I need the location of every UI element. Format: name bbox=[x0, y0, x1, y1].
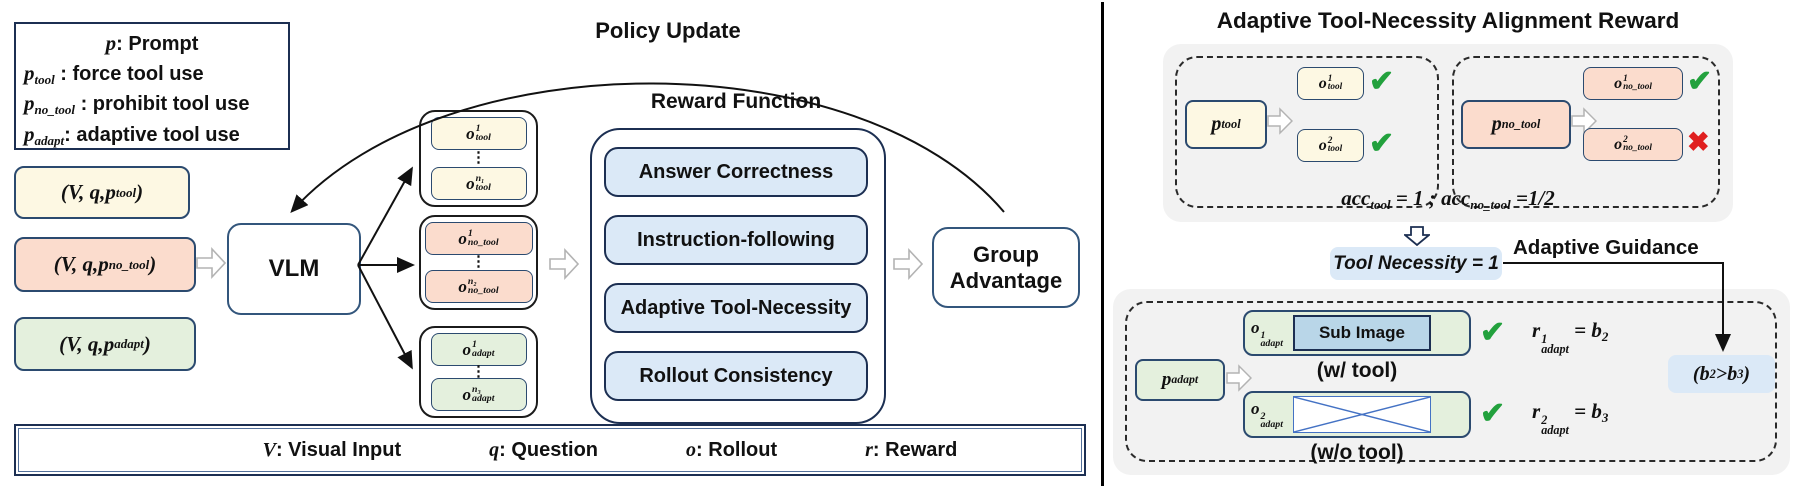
x-cross-lines bbox=[1293, 397, 1430, 432]
accuracy-equation: acctool = 1 ; accno_tool =1/2 bbox=[1341, 186, 1555, 212]
reward-item-adaptive-tool-necessity: Adaptive Tool-Necessity bbox=[604, 283, 868, 333]
block-arrow-right-icon bbox=[1226, 364, 1252, 392]
check-icon: ✔ bbox=[1480, 316, 1506, 349]
block-arrow-down-icon bbox=[1404, 226, 1430, 246]
legend-bar-inner-border bbox=[18, 428, 1082, 472]
no-tool-case-dashed-box bbox=[1452, 56, 1720, 208]
vertical-ellipsis: ⋮ bbox=[471, 253, 486, 271]
group-advantage-box: Group Advantage bbox=[932, 227, 1080, 308]
block-arrow-right-icon bbox=[1267, 107, 1293, 135]
reward-item-instruction-following: Instruction-following bbox=[604, 215, 868, 265]
adapt-case-dashed-box bbox=[1125, 301, 1777, 462]
block-arrow-right-icon bbox=[1571, 107, 1597, 135]
check-icon: ✔ bbox=[1369, 127, 1395, 160]
sub-image-thumbnail: Sub Image bbox=[1292, 315, 1431, 351]
right-panel-title: Adaptive Tool-Necessity Alignment Reward bbox=[1216, 8, 1680, 33]
tool-necessity-box: Tool Necessity = 1 bbox=[1330, 247, 1502, 280]
block-arrow-right-icon bbox=[549, 247, 579, 281]
adaptive-guidance-label: Adaptive Guidance bbox=[1513, 236, 1699, 259]
vlm-to-tool-arrow bbox=[357, 166, 413, 266]
check-icon: ✔ bbox=[1687, 65, 1713, 98]
legend-line-ptool: ptool : force tool use bbox=[24, 60, 204, 87]
legend-reward: r: Reward bbox=[865, 438, 958, 461]
legend-line-prompt: p: Prompt bbox=[105, 31, 199, 55]
legend-rollout: o: Rollout bbox=[686, 438, 778, 461]
check-icon: ✔ bbox=[1369, 65, 1395, 98]
with-tool-caption: (w/ tool) bbox=[1316, 359, 1398, 382]
symbol-legend-bar: V: Visual Input q: Question o: Rollout r… bbox=[14, 424, 1086, 476]
reward-function-title: Reward Function bbox=[650, 90, 822, 113]
legend-visual-input: V: Visual Input bbox=[262, 438, 402, 461]
reward-item-rollout-consistency: Rollout Consistency bbox=[604, 351, 868, 401]
check-icon: ✔ bbox=[1480, 397, 1506, 430]
tool-case-dashed-box bbox=[1175, 56, 1439, 208]
vlm-to-adapt-arrow bbox=[357, 264, 413, 370]
prompt-legend-box: p: Prompt ptool : force tool use pno_too… bbox=[14, 22, 290, 150]
legend-line-pnotool: pno_tool : prohibit tool use bbox=[24, 91, 250, 118]
reward-function-container: Answer Correctness Instruction-following… bbox=[590, 128, 886, 424]
no-image-crossed-box bbox=[1292, 396, 1431, 433]
policy-update-label: Policy Update bbox=[595, 18, 741, 43]
block-arrow-right-icon bbox=[893, 247, 923, 281]
without-tool-caption: (w/o tool) bbox=[1310, 441, 1404, 464]
legend-line-padapt: padapt: adaptive tool use bbox=[24, 121, 240, 148]
vertical-ellipsis: ⋮ bbox=[471, 149, 486, 167]
vlm-box: VLM bbox=[227, 223, 361, 315]
panel-divider bbox=[1101, 2, 1104, 486]
vertical-ellipsis: ⋮ bbox=[471, 362, 486, 380]
legend-question: q: Question bbox=[489, 438, 599, 461]
reward-item-answer-correctness: Answer Correctness bbox=[604, 147, 868, 197]
block-arrow-right-icon bbox=[196, 246, 226, 280]
cross-icon: ✖ bbox=[1687, 127, 1710, 157]
